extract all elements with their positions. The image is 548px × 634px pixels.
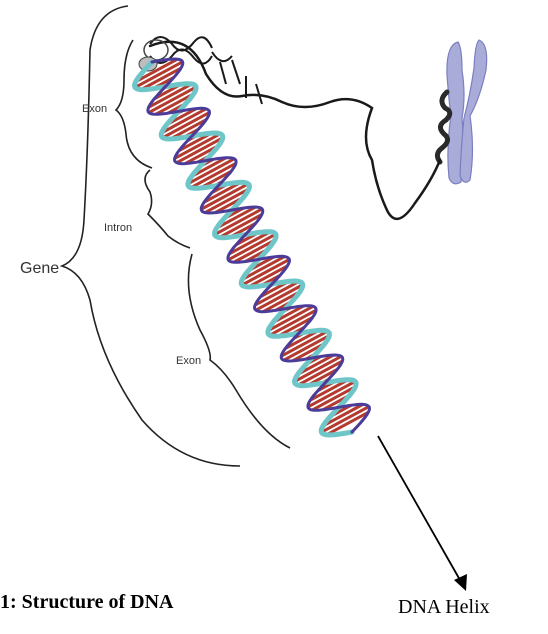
exon-top-label: Exon	[82, 103, 107, 115]
figure-caption: 1: Structure of DNA	[0, 591, 174, 614]
chromatin-fiber	[139, 37, 440, 219]
dna-helix-label: DNA Helix	[398, 596, 490, 619]
intron-label: Intron	[104, 222, 132, 234]
dna-helix-icon	[135, 59, 370, 435]
chromosome-icon	[437, 40, 486, 184]
intron-brace	[145, 170, 190, 248]
arrow-down-right-icon	[378, 436, 467, 591]
exon-bottom-label: Exon	[176, 355, 201, 367]
gene-label: Gene	[20, 260, 59, 277]
backbone-strand-b	[148, 59, 370, 432]
backbone-strand-a	[135, 62, 357, 435]
